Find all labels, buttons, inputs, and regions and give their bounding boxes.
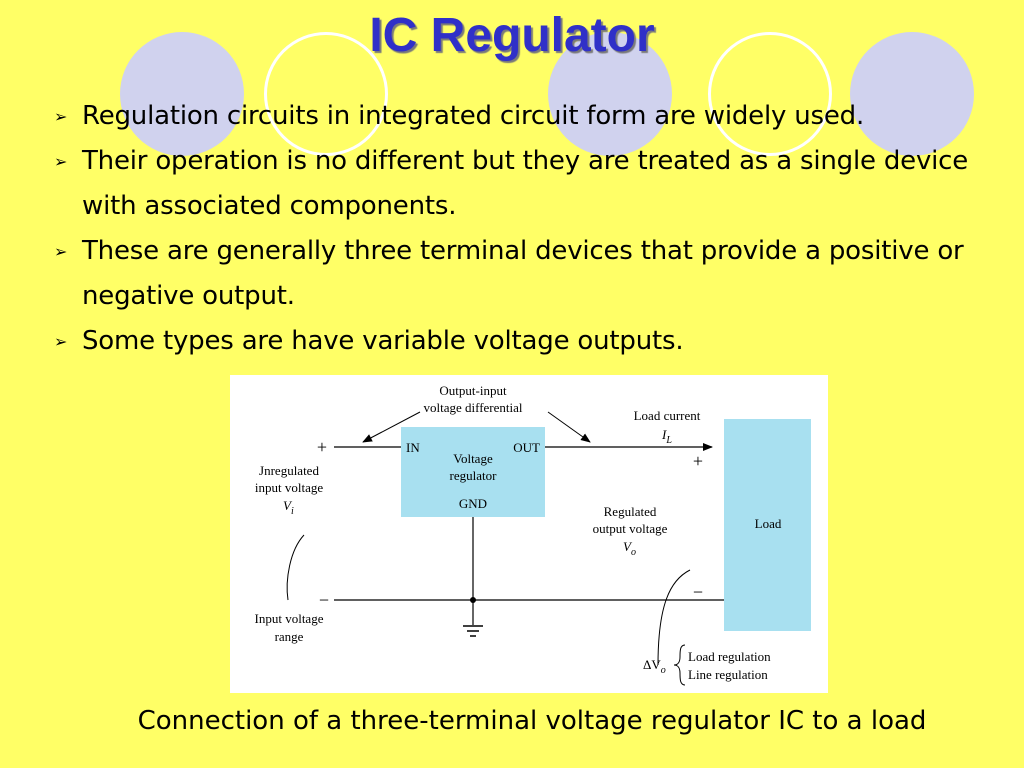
input-range-curve	[286, 534, 305, 601]
pin-out-label: OUT	[513, 440, 540, 455]
load-box	[724, 419, 811, 631]
bullet-item: ➢ These are generally three terminal devi…	[52, 229, 1012, 319]
load-regulation-label: Load regulation	[688, 649, 771, 664]
bullet-arrow-icon: ➢	[54, 152, 68, 171]
regulated-label: Regulated	[604, 504, 657, 519]
minus-right: −	[693, 582, 703, 602]
decor-circle	[548, 32, 672, 156]
decor-ring	[264, 32, 388, 156]
regulated-label: output voltage	[593, 521, 668, 536]
bullet-text: These are generally three terminal devic…	[82, 236, 964, 311]
pin-gnd-label: GND	[459, 496, 487, 511]
regulator-label: Voltage	[453, 451, 493, 466]
il-label: IL	[661, 427, 672, 446]
delta-vo-label: ΔVo	[643, 657, 666, 676]
output-input-label: Output-input	[439, 383, 507, 398]
bullet-item: ➢ Their operation is no different but the…	[52, 139, 1012, 229]
line-regulation-label: Line regulation	[688, 667, 768, 682]
bullet-text: Some types are have variable voltage out…	[82, 326, 684, 356]
diagram-caption: Connection of a three-terminal voltage r…	[137, 706, 927, 736]
decor-ring	[708, 32, 832, 156]
load-current-label: Load current	[634, 408, 701, 423]
minus-left: −	[319, 590, 329, 610]
regulation-brace	[673, 644, 686, 686]
load-label: Load	[755, 516, 782, 531]
vo-label: Vo	[623, 539, 636, 558]
junction-dot	[470, 597, 476, 603]
bullet-item: ➢ Regulation circuits in integrated circu…	[52, 94, 1012, 139]
output-input-label: voltage differential	[423, 400, 522, 415]
bullet-arrow-icon: ➢	[54, 242, 68, 261]
regulator-box	[401, 427, 545, 517]
pin-in-label: IN	[406, 440, 420, 455]
slide-title: IC Regulator	[369, 9, 655, 62]
diff-arrow-left	[362, 411, 421, 443]
input-range-label: Input voltage	[255, 611, 324, 626]
diff-arrow-right	[547, 411, 591, 443]
ground-icon	[463, 625, 483, 637]
input-range-label: range	[275, 629, 304, 644]
bullet-item: ➢ Some types are have variable voltage ou…	[52, 319, 1012, 364]
unregulated-label: Jnregulated	[259, 463, 319, 478]
decor-circle	[850, 32, 974, 156]
output-regulation-curve	[657, 569, 691, 666]
bullet-text: Their operation is no different but they…	[82, 146, 969, 221]
bullet-arrow-icon: ➢	[54, 107, 68, 126]
unregulated-label: input voltage	[255, 480, 323, 495]
regulator-circuit-diagram: Output-input voltage differential Load c…	[230, 375, 828, 693]
bullet-arrow-icon: ➢	[54, 332, 68, 351]
bullet-list: ➢ Regulation circuits in integrated circu…	[52, 94, 1012, 364]
bullet-text: Regulation circuits in integrated circui…	[82, 101, 865, 131]
regulator-label: regulator	[450, 468, 498, 483]
decor-circle	[120, 32, 244, 156]
plus-right: +	[693, 451, 703, 471]
vi-label: Vi	[283, 498, 294, 517]
plus-left: +	[317, 437, 327, 457]
